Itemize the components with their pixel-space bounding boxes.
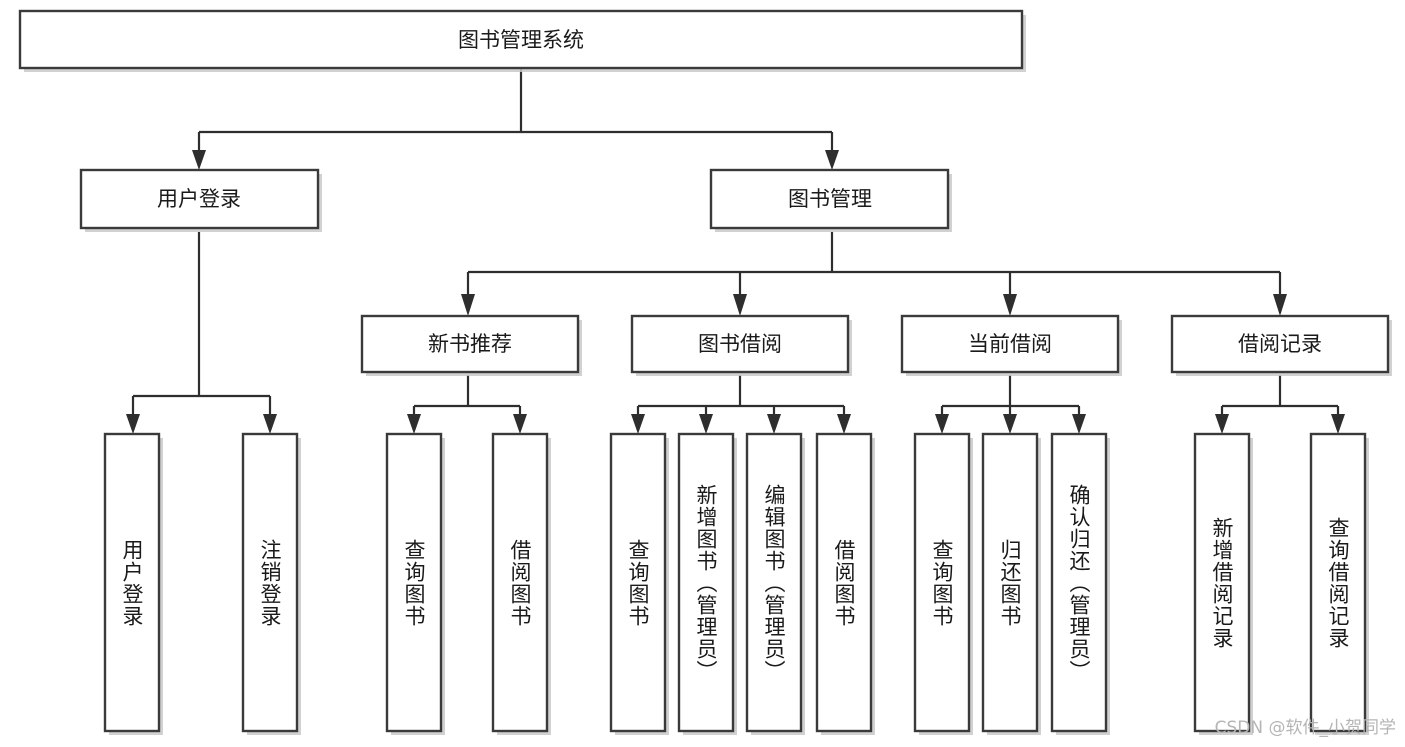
node-leaf-query-record[interactable]: 查询借阅记录: [1309, 432, 1369, 735]
leaf-user-logout-box[interactable]: [241, 432, 299, 733]
leaf-edit-book-label: 编辑图书（管理员）: [762, 484, 786, 682]
connector-book-management-bus: [466, 232, 1282, 302]
leaf-return-book-label: 归还图书: [998, 539, 1022, 627]
current-borrow-box[interactable]: [900, 314, 1120, 374]
leaf-add-record-label: 新增借阅记录: [1210, 517, 1234, 649]
current-borrow-label: 当前借阅: [968, 332, 1052, 356]
book-borrow-box[interactable]: [630, 314, 850, 374]
leaf-user-login-box[interactable]: [103, 432, 161, 733]
node-book-management[interactable]: 图书管理: [709, 168, 952, 232]
leaf-confirm-return-box[interactable]: [1050, 432, 1108, 733]
node-borrow-record[interactable]: 借阅记录: [1170, 314, 1392, 376]
borrow-record-box[interactable]: [1170, 314, 1390, 374]
node-leaf-add-record[interactable]: 新增借阅记录: [1193, 432, 1253, 735]
arrow-to-leaf-query-book-3: [935, 414, 949, 434]
root-box[interactable]: [18, 9, 1024, 70]
node-leaf-user-logout[interactable]: 注销登录: [241, 432, 301, 735]
arrow-to-leaf-user-login: [126, 414, 140, 434]
arrow-to-leaf-query-book-2: [631, 414, 645, 434]
arrow-to-leaf-borrow-book-2: [837, 414, 851, 434]
node-new-book-recommend[interactable]: 新书推荐: [360, 314, 582, 376]
leaf-add-record-box[interactable]: [1193, 432, 1251, 733]
book-management-box[interactable]: [709, 168, 950, 230]
arrow-to-leaf-user-logout: [263, 414, 277, 434]
node-leaf-add-book[interactable]: 新增图书（管理员）: [677, 432, 737, 735]
node-leaf-edit-book[interactable]: 编辑图书（管理员）: [745, 432, 805, 735]
arrow-to-borrow-record: [1273, 294, 1287, 316]
leaf-user-logout-label: 注销登录: [258, 539, 282, 627]
leaf-return-book-box[interactable]: [981, 432, 1039, 733]
leaf-borrow-book-2-box[interactable]: [815, 432, 873, 733]
arrow-to-leaf-confirm-return: [1072, 414, 1086, 434]
new-book-recommend-box[interactable]: [360, 314, 580, 374]
leaf-query-record-label: 查询借阅记录: [1326, 517, 1350, 649]
arrow-to-new-book-recommend: [461, 294, 475, 316]
leaf-query-record-box[interactable]: [1309, 432, 1367, 733]
arrow-to-leaf-add-record: [1215, 414, 1229, 434]
arrow-to-leaf-return-book: [1003, 414, 1017, 434]
connector-new-book-recommend-bus: [412, 375, 522, 422]
arrow-to-user-login: [192, 150, 206, 170]
connector-borrow-record-bus: [1220, 375, 1340, 422]
borrow-record-label: 借阅记录: [1238, 332, 1322, 356]
node-leaf-confirm-return[interactable]: 确认归还（管理员）: [1050, 432, 1110, 735]
node-leaf-query-book-1[interactable]: 查询图书: [385, 432, 445, 735]
node-user-login[interactable]: 用户登录: [79, 168, 322, 232]
leaf-confirm-return-label: 确认归还（管理员）: [1067, 484, 1091, 682]
leaf-add-book-label: 新增图书（管理员）: [694, 484, 718, 682]
arrow-to-leaf-edit-book: [767, 414, 781, 434]
leaf-query-book-1-label: 查询图书: [402, 539, 426, 627]
leaf-borrow-book-1-label: 借阅图书: [508, 539, 532, 627]
connector-root-bus: [197, 68, 834, 158]
arrow-to-leaf-borrow-book-1: [513, 414, 527, 434]
user-login-box[interactable]: [79, 168, 320, 230]
user-login-label: 用户登录: [157, 187, 241, 211]
arrow-to-leaf-query-record: [1331, 414, 1345, 434]
book-borrow-label: 图书借阅: [698, 332, 782, 356]
leaf-query-book-3-box[interactable]: [913, 432, 971, 733]
book-management-label: 图书管理: [788, 187, 872, 211]
leaf-borrow-book-2-label: 借阅图书: [832, 539, 856, 627]
node-leaf-query-book-3[interactable]: 查询图书: [913, 432, 973, 735]
leaf-edit-book-box[interactable]: [745, 432, 803, 733]
leaf-user-login-label: 用户登录: [120, 539, 144, 627]
leaf-query-book-3-label: 查询图书: [930, 539, 954, 627]
leaf-query-book-1-box[interactable]: [385, 432, 443, 733]
new-book-recommend-label: 新书推荐: [428, 332, 512, 356]
connector-book-borrow-bus: [636, 375, 846, 422]
connector-layer: [126, 68, 1345, 434]
node-leaf-return-book[interactable]: 归还图书: [981, 432, 1041, 735]
node-book-borrow[interactable]: 图书借阅: [630, 314, 852, 376]
leaf-query-book-2-box[interactable]: [609, 432, 667, 733]
node-leaf-borrow-book-1[interactable]: 借阅图书: [491, 432, 551, 735]
csdn-watermark: CSDN @软件_小贺同学: [1215, 718, 1396, 738]
root-label: 图书管理系统: [458, 28, 584, 52]
node-current-borrow[interactable]: 当前借阅: [900, 314, 1122, 376]
node-leaf-query-book-2[interactable]: 查询图书: [609, 432, 669, 735]
arrow-to-current-borrow: [1003, 294, 1017, 316]
leaf-borrow-book-1-box[interactable]: [491, 432, 549, 733]
connector-user-login-bus: [131, 232, 272, 422]
node-leaf-user-login[interactable]: 用户登录: [103, 432, 163, 735]
leaf-add-book-box[interactable]: [677, 432, 735, 733]
leaf-query-book-2-label: 查询图书: [626, 539, 650, 627]
arrow-to-book-management: [825, 150, 839, 170]
node-root[interactable]: 图书管理系统: [18, 9, 1026, 72]
arrow-to-leaf-add-book: [699, 414, 713, 434]
node-leaf-borrow-book-2[interactable]: 借阅图书: [815, 432, 875, 735]
arrow-to-book-borrow: [733, 294, 747, 316]
arrow-to-leaf-query-book-1: [407, 414, 421, 434]
